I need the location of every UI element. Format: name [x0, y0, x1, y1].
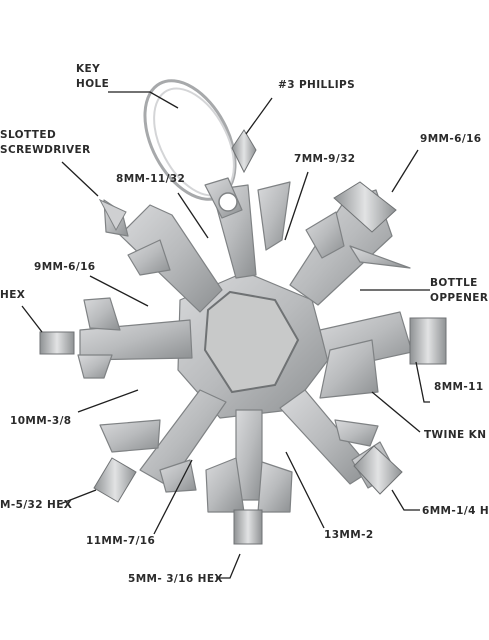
label-hex-left: HEX: [0, 289, 26, 301]
label-key-hole: KEY HOLE: [76, 63, 110, 90]
key-hole: [218, 192, 238, 212]
snowflake-body: [77, 177, 413, 513]
label-phillips: #3 PHILLIPS: [278, 79, 356, 91]
leader-lines: [21, 91, 430, 579]
label-13mm: 13MM-2: [324, 529, 374, 541]
label-10mm: 10MM-3/8: [10, 415, 72, 427]
label-6mm: 6MM-1/4 H: [422, 505, 489, 517]
label-9mm-top: 9MM-6/16: [420, 133, 482, 145]
label-7mm: 7MM-9/32: [294, 153, 356, 165]
label-8mm-right: 8MM-11: [434, 381, 484, 393]
label-slotted-screwdriver: SLOTTED SCREWDRIVER: [0, 129, 91, 156]
center-hex-socket: [203, 290, 300, 394]
slotted-tip: [98, 198, 127, 232]
label-bottle-opener: BOTTLE OPPENER: [430, 277, 489, 304]
hex-bits: [39, 129, 447, 545]
label-11mm: 11MM-7/16: [86, 535, 156, 547]
label-9mm-left: 9MM-6/16: [34, 261, 96, 273]
label-8mm-11-32: 8MM-11/32: [116, 173, 186, 185]
label-5-32-hex: M-5/32 HEX: [0, 499, 73, 511]
label-5mm-hex: 5MM- 3/16 HEX: [128, 573, 223, 585]
label-twine-knife: TWINE KN: [424, 429, 487, 441]
